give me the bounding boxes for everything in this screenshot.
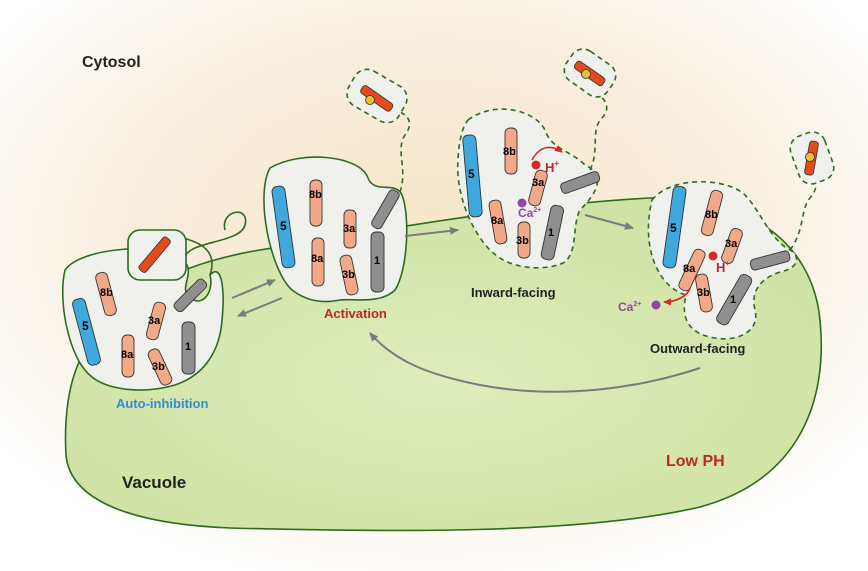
ligand-marker bbox=[805, 152, 815, 162]
helix-8b bbox=[504, 127, 518, 175]
helix-1-label: 1 bbox=[374, 255, 380, 267]
helix-3a-label: 3a bbox=[725, 238, 738, 250]
helix-3b bbox=[339, 254, 359, 296]
helix-8b-label: 8b bbox=[503, 146, 516, 158]
state-activation: 5 8b 8a 3a 3b 1 bbox=[263, 68, 411, 303]
helix-3a bbox=[145, 301, 167, 341]
helix-3b-label: 3b bbox=[697, 287, 710, 299]
auto-inhibition-label: Auto-inhibition bbox=[116, 396, 208, 411]
helix-1-label: 1 bbox=[185, 341, 191, 353]
helix-8b bbox=[95, 271, 117, 317]
helix-8a-label: 8a bbox=[683, 263, 696, 275]
helix-8b-label: 8b bbox=[705, 209, 718, 221]
proton-ion bbox=[708, 251, 718, 261]
proton-label: H+ bbox=[545, 159, 559, 175]
helix-5-label: 5 bbox=[670, 221, 677, 235]
helix-5 bbox=[271, 185, 296, 269]
proton-symbol: H bbox=[716, 260, 725, 275]
helix-1-extension bbox=[371, 189, 400, 230]
calcium-charge: 2+ bbox=[633, 301, 641, 308]
proton-label: H+ bbox=[716, 259, 730, 275]
helix-5 bbox=[462, 134, 483, 218]
helix-8a bbox=[121, 334, 135, 378]
helix-3a bbox=[343, 209, 357, 249]
calcium-label: Ca2+ bbox=[518, 206, 541, 220]
helix-1-label: 1 bbox=[730, 294, 736, 306]
calcium-release-arrow bbox=[663, 287, 691, 306]
inward-facing-dashed-tether bbox=[589, 91, 608, 171]
helix-1-extension bbox=[173, 278, 208, 313]
helix-1-extension bbox=[560, 171, 601, 194]
helix-3b bbox=[147, 348, 173, 386]
helix-3a-label: 3a bbox=[343, 223, 356, 235]
auto-inhibition-tether-loop bbox=[184, 211, 247, 263]
calcium-symbol: Ca bbox=[618, 300, 634, 314]
outward-facing-label: Outward-facing bbox=[650, 341, 745, 356]
arrow-return-to-activation bbox=[369, 332, 701, 393]
helix-1 bbox=[540, 204, 564, 261]
proton-charge: + bbox=[554, 159, 559, 168]
helix-1 bbox=[716, 273, 753, 326]
helix-5-label: 5 bbox=[468, 167, 475, 181]
helix-3a-label: 3a bbox=[148, 315, 161, 327]
inward-facing-label: Inward-facing bbox=[471, 285, 556, 300]
state-outward-facing: 5 8b 8a 3a 3b 1 H+ Ca2+ bbox=[618, 131, 835, 340]
helix-3b-label: 3b bbox=[516, 235, 529, 247]
calcium-ion bbox=[651, 300, 661, 310]
helix-1-label: 1 bbox=[548, 227, 554, 239]
calcium-ion bbox=[517, 198, 527, 208]
proton-ion bbox=[531, 160, 541, 170]
cytosol-label: Cytosol bbox=[82, 54, 141, 71]
calcium-label: Ca2+ bbox=[618, 300, 641, 314]
helix-5-label: 5 bbox=[82, 319, 89, 333]
helix-5 bbox=[72, 298, 101, 366]
helix-3b-label: 3b bbox=[152, 361, 165, 373]
arrow-deactivate bbox=[237, 297, 283, 317]
low-ph-label: Low PH bbox=[666, 453, 725, 470]
helix-8a bbox=[678, 248, 706, 292]
ligand-marker bbox=[581, 69, 591, 79]
helix-3b bbox=[517, 221, 531, 259]
proton-symbol: H bbox=[545, 160, 554, 175]
helix-5 bbox=[662, 185, 687, 269]
proton-charge: + bbox=[725, 259, 730, 268]
helix-8b bbox=[700, 189, 724, 237]
helix-1 bbox=[181, 321, 196, 375]
helix-3b bbox=[695, 273, 713, 313]
helix-3a bbox=[721, 227, 743, 265]
helix-3a-label: 3a bbox=[532, 177, 545, 189]
calcium-charge: 2+ bbox=[533, 207, 541, 214]
proton-release-arrow bbox=[531, 145, 563, 161]
arrow-activate bbox=[231, 279, 276, 299]
ligand-marker bbox=[365, 95, 375, 105]
auto-inhibitory-peptide bbox=[138, 236, 171, 273]
helix-3a bbox=[528, 169, 548, 207]
helix-8a bbox=[488, 199, 508, 245]
helix-8a-label: 8a bbox=[491, 215, 504, 227]
arrow-to-inward-facing bbox=[404, 226, 459, 237]
arrow-to-outward-facing bbox=[584, 214, 634, 230]
helix-8a-label: 8a bbox=[121, 349, 134, 361]
calcium-symbol: Ca bbox=[518, 206, 534, 220]
helix-8b-label: 8b bbox=[100, 287, 113, 299]
helix-8b-label: 8b bbox=[309, 189, 322, 201]
state-inward-facing: 5 8b 8a 3a 3b 1 H+ Ca2+ bbox=[457, 48, 617, 269]
helix-3b-label: 3b bbox=[342, 269, 355, 281]
helix-1 bbox=[370, 231, 385, 293]
state-auto-inhibition: 5 8b 8a 3a 3b 1 bbox=[62, 211, 247, 391]
activation-label: Activation bbox=[324, 306, 387, 321]
helix-8a-label: 8a bbox=[311, 253, 324, 265]
helix-5-label: 5 bbox=[280, 219, 287, 233]
helix-1-extension bbox=[749, 250, 791, 271]
helix-8a bbox=[311, 237, 325, 287]
vacuole-label: Vacuole bbox=[122, 473, 186, 492]
helix-8b bbox=[309, 179, 323, 227]
